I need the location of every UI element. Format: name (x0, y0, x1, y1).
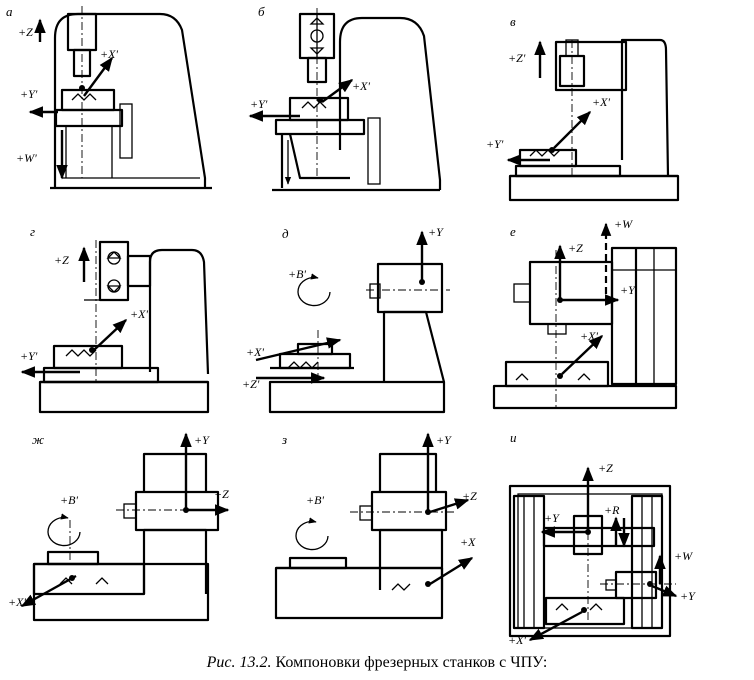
axis-label: +W (614, 217, 633, 231)
axis-label: +W' (16, 151, 37, 165)
axis-label: +X' (130, 307, 148, 321)
figure-caption: Рис. 13.2. Компоновки фрезерных станков … (0, 654, 754, 672)
axis-label: +Y' (20, 87, 38, 101)
panel-i: и +Z +Y +R +W +Y +X' (508, 430, 696, 647)
axis-label: +B' (306, 493, 324, 507)
axis-label: +Y (194, 433, 210, 447)
panel-e-letter: е (510, 224, 516, 239)
panel-g-letter: г (30, 224, 35, 239)
axis-label: +X' (508, 633, 526, 647)
panel-zh-letter: ж (32, 432, 44, 447)
axis-label: +X' (352, 79, 370, 93)
axis-label: +Y (436, 433, 452, 447)
panel-d-letter: д (282, 226, 289, 241)
panel-b-letter: б (258, 4, 265, 19)
axis-label: +R (604, 503, 620, 517)
figure-number: Рис. 13.2. (206, 654, 272, 671)
panel-d: д +B' +Y +X' +Z' (242, 225, 450, 414)
axis-label: +Z (18, 25, 33, 39)
axis-label: +X' (580, 329, 598, 343)
axis-label: +Y' (486, 137, 504, 151)
axis-label: +B' (288, 267, 306, 281)
axis-label: +Y (680, 589, 696, 603)
panel-i-letter: и (510, 430, 517, 445)
panel-a-letter: а (6, 4, 13, 19)
axis-label: +Z' (508, 51, 526, 65)
panel-b: б +X' +Y' (248, 4, 442, 192)
axis-label: +Y' (20, 349, 38, 363)
axis-label: +Z (598, 461, 613, 475)
axis-label: +Y' (250, 97, 268, 111)
axis-label: +X' (592, 95, 610, 109)
axis-label: +Z (214, 487, 229, 501)
axis-label: +Z (54, 253, 69, 267)
axis-label: +Y (544, 511, 560, 525)
panel-v-letter: в (510, 14, 516, 29)
axis-label: +X (460, 535, 476, 549)
panel-g: г +Z +X' +Y' (20, 224, 210, 414)
axis-label: +Y (428, 225, 444, 239)
axis-label: +X' (8, 595, 26, 609)
axis-label: +Z (568, 241, 583, 255)
panel-a: а +Z +X' +Y' +W' (6, 4, 212, 190)
axis-label: +Z' (242, 377, 260, 391)
panel-zh: ж +B' +Y +Z +X' (8, 432, 230, 622)
axis-label: +Y (620, 283, 636, 297)
panel-z-letter: з (281, 432, 287, 447)
figure-caption-text: Компоновки фрезерных станков с ЧПУ: (275, 654, 548, 671)
axis-label: +Z (462, 489, 477, 503)
axis-label: +B' (60, 493, 78, 507)
axis-label: +X' (246, 345, 264, 359)
axis-label: +W (674, 549, 693, 563)
panel-z: з +B' +Y +Z +X (274, 432, 477, 620)
axis-label: +X' (100, 47, 118, 61)
panel-v: в +Z' +X' +Y' (486, 14, 680, 202)
panel-e: е +Z +W +Y +X' (492, 217, 678, 410)
